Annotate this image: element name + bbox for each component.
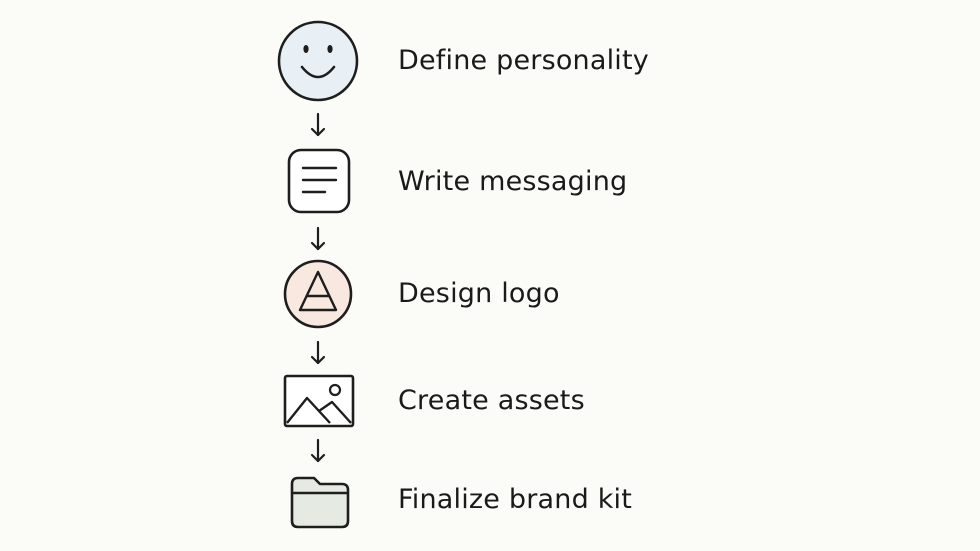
arrow-down-icon	[310, 340, 326, 365]
left-eye	[303, 45, 309, 53]
triangle-logo-icon	[283, 259, 353, 329]
step-label-finalize-brand-kit: Finalize brand kit	[398, 484, 633, 515]
step-label-write-messaging: Write messaging	[398, 166, 628, 197]
arrow-down-icon	[310, 112, 326, 137]
smiley-circle	[277, 20, 359, 102]
right-eye	[327, 45, 333, 53]
document-lines-icon	[287, 148, 351, 214]
folder-icon	[290, 476, 350, 529]
smiley-face-icon	[277, 20, 359, 102]
arrow-down-icon	[310, 438, 326, 463]
smile	[300, 65, 336, 79]
step-label-create-assets: Create assets	[398, 385, 585, 416]
image-icon	[283, 374, 355, 428]
step-label-define-personality: Define personality	[398, 45, 649, 76]
step-label-design-logo: Design logo	[398, 278, 560, 309]
arrow-down-icon	[310, 226, 326, 251]
